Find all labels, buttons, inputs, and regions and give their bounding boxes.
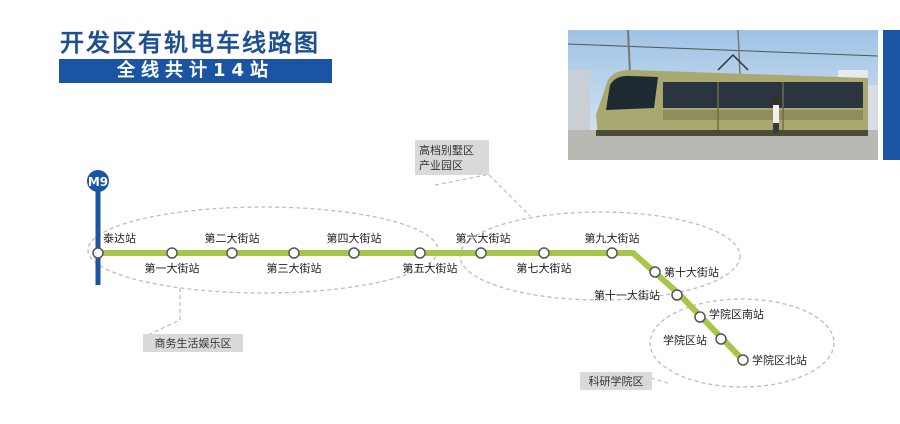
m9-badge-label: M9 bbox=[88, 175, 108, 189]
station-label: 第四大街站 bbox=[327, 231, 382, 245]
zone-label-business: 商务生活娱乐区 bbox=[143, 334, 243, 352]
photo-side-bar bbox=[883, 30, 900, 160]
station-label: 第一大街站 bbox=[145, 261, 200, 275]
station-学院区站[interactable]: 学院区站 bbox=[663, 333, 727, 347]
station-第十一大街站[interactable]: 第十一大街站 bbox=[594, 288, 683, 302]
svg-text:高档别墅区: 高档别墅区 bbox=[419, 143, 474, 157]
station-学院区北站[interactable]: 学院区北站 bbox=[737, 353, 807, 367]
station-第七大街站[interactable]: 第七大街站 bbox=[517, 247, 572, 275]
station-第五大街站[interactable]: 第五大街站 bbox=[403, 247, 458, 275]
map-title: 开发区有轨电车线路图 bbox=[60, 29, 320, 57]
station-第三大街站[interactable]: 第三大街站 bbox=[267, 247, 322, 275]
tram-photo bbox=[568, 30, 878, 160]
zone-label-science: 科研学院区 bbox=[580, 372, 652, 390]
station-label: 第九大街站 bbox=[585, 231, 640, 245]
station-label: 第二大街站 bbox=[205, 231, 260, 245]
station-label: 第五大街站 bbox=[403, 261, 458, 275]
svg-text:产业园区: 产业园区 bbox=[419, 158, 463, 172]
station-第十大街站[interactable]: 第十大街站 bbox=[649, 265, 719, 279]
station-label: 第六大街站 bbox=[456, 231, 511, 245]
m9-badge bbox=[87, 170, 109, 192]
zone-label-villa: 高档别墅区 产业园区 bbox=[415, 140, 489, 175]
station-label: 第十大街站 bbox=[664, 265, 719, 279]
station-label: 第三大街站 bbox=[267, 261, 322, 275]
station-label: 学院区站 bbox=[663, 333, 707, 347]
station-第一大街站[interactable]: 第一大街站 bbox=[145, 247, 200, 275]
station-学院区南站[interactable]: 学院区南站 bbox=[694, 307, 764, 323]
station-泰达站[interactable]: 泰达站 bbox=[92, 231, 136, 259]
station-count-banner: 全线共计14站 bbox=[59, 59, 332, 83]
station-label: 第十一大街站 bbox=[594, 288, 660, 302]
station-label: 第七大街站 bbox=[517, 261, 572, 275]
station-第六大街站[interactable]: 第六大街站 bbox=[456, 231, 511, 259]
svg-text:科研学院区: 科研学院区 bbox=[589, 374, 644, 388]
station-第四大街站[interactable]: 第四大街站 bbox=[327, 231, 382, 259]
station-label: 学院区北站 bbox=[752, 353, 807, 367]
station-label: 学院区南站 bbox=[709, 307, 764, 321]
station-第二大街站[interactable]: 第二大街站 bbox=[205, 231, 260, 259]
zone-outline-science bbox=[649, 298, 835, 388]
svg-text:商务生活娱乐区: 商务生活娱乐区 bbox=[155, 336, 232, 350]
station-第九大街站[interactable]: 第九大街站 bbox=[585, 231, 640, 259]
station-label: 泰达站 bbox=[103, 231, 136, 245]
